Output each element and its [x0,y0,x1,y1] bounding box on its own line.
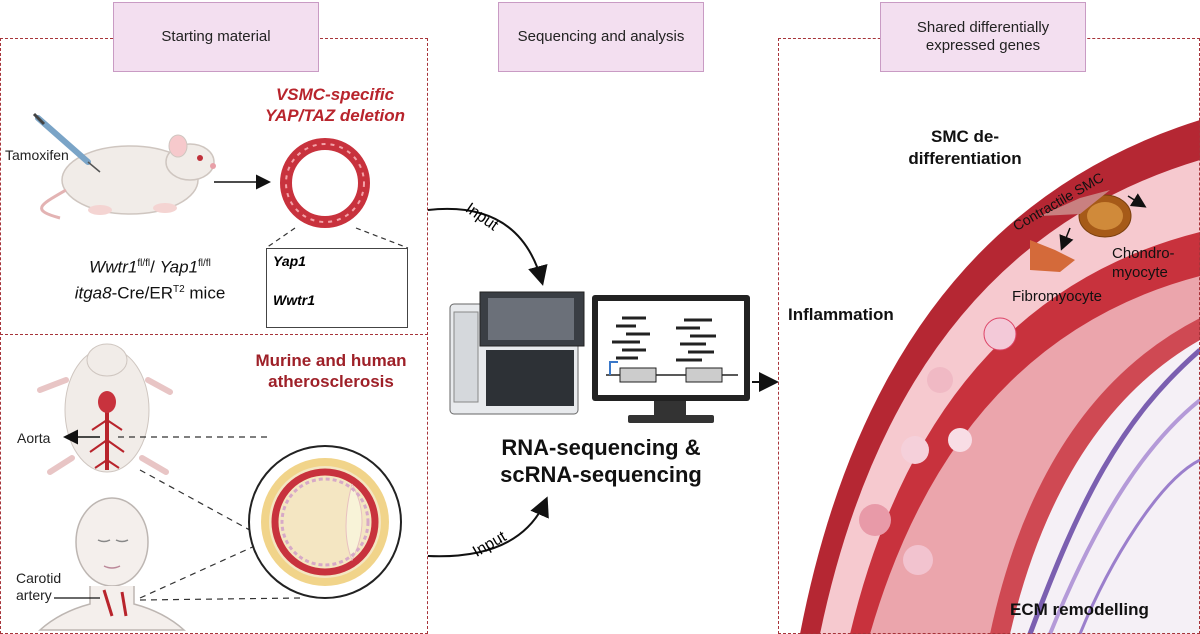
sup-flfl-1: fl/fl [137,258,151,269]
gene-deletion-box: Yap1 Wwtr1 [266,248,408,328]
vessel-ring-icon [280,138,370,228]
inflammation-label: Inflammation [788,305,894,324]
deletion-title: VSMC-specific YAP/TAZ deletion [264,85,406,125]
starting-material-panel [0,38,428,634]
dissected-mouse-icon [37,343,173,475]
sup-t2: T2 [172,283,185,295]
syringe-icon [32,112,101,173]
cre-er-text: -Cre/ER [111,283,173,303]
sep-slash: / [150,257,160,277]
panel-divider [0,334,428,335]
plaque-cross-section-icon [248,445,402,599]
gene-wwtr1-text: Wwtr1 [89,257,138,277]
sup-flfl-2: fl/fl [198,258,211,269]
mouse-icon [40,134,216,220]
input-arrow-top [427,208,548,286]
header-sequencing-analysis: Sequencing and analysis [498,2,704,72]
input-arrow-bottom [427,496,549,558]
fibromyocyte-label: Fibromyocyte [1012,288,1103,305]
monitor-icon [592,295,750,423]
aorta-label: Aorta [17,430,51,446]
tamoxifen-label: Tamoxifen [5,147,69,163]
sequencing-result-label: RNA-sequencing & scRNA-sequencing [500,435,702,487]
header-starting-material: Starting material [113,2,319,72]
mice-genotype: Wwtr1fl/fl/ Yap1fl/fl itga8-Cre/ERT2 mic… [40,253,260,304]
header-shared-genes: Shared differentially expressed genes [880,2,1086,72]
carotid-label: Carotid artery [16,570,62,603]
vessel-wall-illustration [800,120,1200,634]
chondromyocyte-label: Chondro-myocyte [1112,245,1175,281]
mice-text: mice [184,283,226,303]
atherosclerosis-title: Murine and human atherosclerosis [255,351,407,391]
gene-yap1-text: Yap1 [159,257,199,277]
smc-dedifferentiation-label: SMC de-differentiation [908,127,1022,168]
gene-label-yap1: Yap1 [273,253,306,269]
ecm-remodelling-label: ECM remodelling [1010,600,1149,619]
gene-itga8-text: itga8 [74,283,112,303]
sequencer-icon [449,291,585,415]
human-head-icon [38,497,186,631]
gene-label-wwtr1: Wwtr1 [273,292,315,308]
